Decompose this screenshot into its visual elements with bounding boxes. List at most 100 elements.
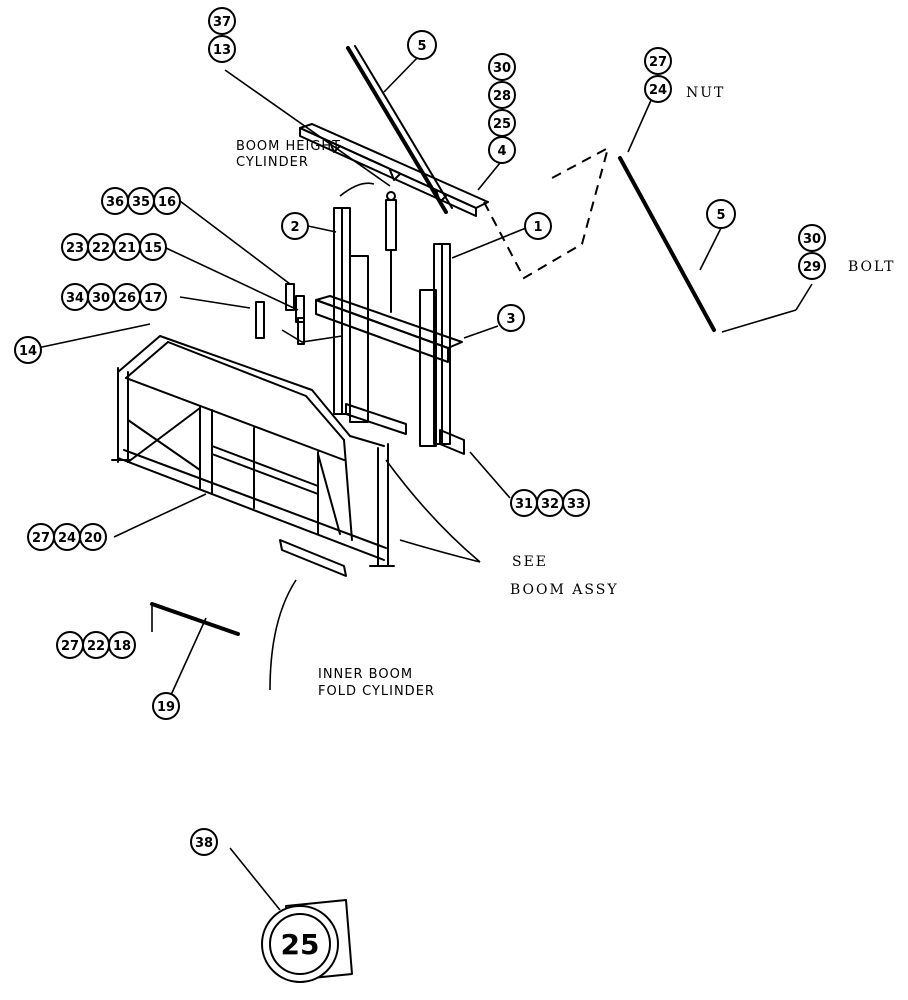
callout-4: 4 (488, 136, 516, 164)
svg-text:37: 37 (213, 15, 231, 30)
callout-15: 15 (139, 233, 167, 261)
svg-text:17: 17 (144, 291, 162, 306)
inner-boom-label-line2: FOLD CYLINDER (318, 684, 435, 699)
callout-22-lower: 22 (82, 631, 110, 659)
svg-text:32: 32 (541, 497, 559, 512)
callout-32: 32 (536, 489, 564, 517)
decal-number: 25 (281, 928, 320, 961)
svg-text:18: 18 (113, 639, 131, 654)
callout-28: 28 (488, 81, 516, 109)
part-5-upper-rod (346, 45, 453, 214)
boom-height-label-line1: BOOM HEIGHT (236, 139, 341, 154)
svg-text:25: 25 (493, 117, 511, 132)
nut-label: NUT (686, 85, 725, 101)
dashed-connection-box (483, 146, 610, 280)
callout-3: 3 (497, 304, 525, 332)
callout-30-upper: 30 (488, 53, 516, 81)
callout-1: 1 (524, 212, 552, 240)
svg-text:30: 30 (92, 291, 110, 306)
boom-height-label-line2: CYLINDER (236, 155, 309, 170)
callout-14: 14 (14, 336, 42, 364)
callout-25: 25 (488, 109, 516, 137)
callout-2: 2 (281, 212, 309, 240)
svg-text:22: 22 (92, 241, 110, 256)
svg-text:16: 16 (158, 195, 176, 210)
svg-text:4: 4 (497, 144, 506, 159)
svg-text:13: 13 (213, 43, 231, 58)
svg-text:14: 14 (19, 344, 37, 359)
svg-text:30: 30 (803, 232, 821, 247)
callout-24-nut: 24 (644, 75, 672, 103)
callout-17: 17 (139, 283, 167, 311)
svg-text:24: 24 (649, 83, 667, 98)
callout-24-left: 24 (53, 523, 81, 551)
callout-37: 37 (208, 7, 236, 35)
callout-21: 21 (113, 233, 141, 261)
part-38-decal-plate: 25 (261, 899, 353, 983)
svg-text:27: 27 (61, 639, 79, 654)
callout-31: 31 (510, 489, 538, 517)
svg-text:33: 33 (567, 497, 585, 512)
callout-38: 38 (190, 828, 218, 856)
callout-34: 34 (61, 283, 89, 311)
callout-29-bolt: 29 (798, 252, 826, 280)
part-4-cross-beam (299, 123, 489, 217)
callout-27-nut: 27 (644, 47, 672, 75)
svg-text:19: 19 (157, 700, 175, 715)
inner-boom-fold-cylinder (279, 539, 347, 577)
callout-18: 18 (108, 631, 136, 659)
svg-text:21: 21 (118, 241, 136, 256)
svg-text:26: 26 (118, 291, 136, 306)
part-2-left-upright (333, 207, 369, 423)
upright-feet (345, 403, 465, 455)
callout-27-left: 27 (27, 523, 55, 551)
svg-text:1: 1 (533, 220, 542, 235)
callout-35: 35 (127, 187, 155, 215)
svg-text:28: 28 (493, 89, 511, 104)
part-14-main-frame (111, 335, 395, 567)
callout-5-right: 5 (706, 199, 736, 229)
svg-text:3: 3 (506, 312, 515, 327)
svg-text:5: 5 (417, 39, 426, 54)
text-notes: BOOM HEIGHT CYLINDER NUT BOLT SEE BOOM A… (236, 85, 896, 699)
callout-13: 13 (208, 35, 236, 63)
svg-text:15: 15 (144, 241, 162, 256)
callout-22-upper: 22 (87, 233, 115, 261)
callout-33: 33 (562, 489, 590, 517)
svg-text:2: 2 (290, 220, 299, 235)
part-13-boom-height-cylinder (385, 191, 397, 313)
callout-30-left: 30 (87, 283, 115, 311)
callout-balloons: 37 13 5 30 28 25 4 27 24 5 30 29 1 2 3 3… (14, 7, 826, 856)
svg-text:22: 22 (87, 639, 105, 654)
svg-text:35: 35 (132, 195, 150, 210)
svg-text:5: 5 (716, 208, 725, 223)
callout-30-bolt: 30 (798, 224, 826, 252)
svg-text:34: 34 (66, 291, 84, 306)
svg-text:20: 20 (84, 531, 102, 546)
callout-36: 36 (101, 187, 129, 215)
svg-text:29: 29 (803, 260, 821, 275)
callout-27-lower: 27 (56, 631, 84, 659)
part-18-19-rod (150, 602, 240, 636)
part-5-right-rod (618, 156, 716, 332)
leader-lines (27, 54, 813, 911)
svg-text:27: 27 (649, 55, 667, 70)
callout-23: 23 (61, 233, 89, 261)
svg-text:31: 31 (515, 497, 533, 512)
svg-text:38: 38 (195, 836, 213, 851)
see-boom-assy-line2: BOOM ASSY (510, 582, 619, 598)
callout-19: 19 (152, 692, 180, 720)
svg-text:27: 27 (32, 531, 50, 546)
svg-text:23: 23 (66, 241, 84, 256)
inner-boom-label-line1: INNER BOOM (318, 667, 413, 682)
see-boom-assy-line1: SEE (512, 554, 548, 570)
svg-text:36: 36 (106, 195, 124, 210)
part-3-center-cross-member (315, 295, 463, 363)
part-1-right-upright (419, 243, 451, 447)
svg-text:30: 30 (493, 61, 511, 76)
callout-26: 26 (113, 283, 141, 311)
callout-20: 20 (79, 523, 107, 551)
bolt-label: BOLT (848, 259, 896, 275)
callout-5-upper: 5 (407, 30, 437, 60)
